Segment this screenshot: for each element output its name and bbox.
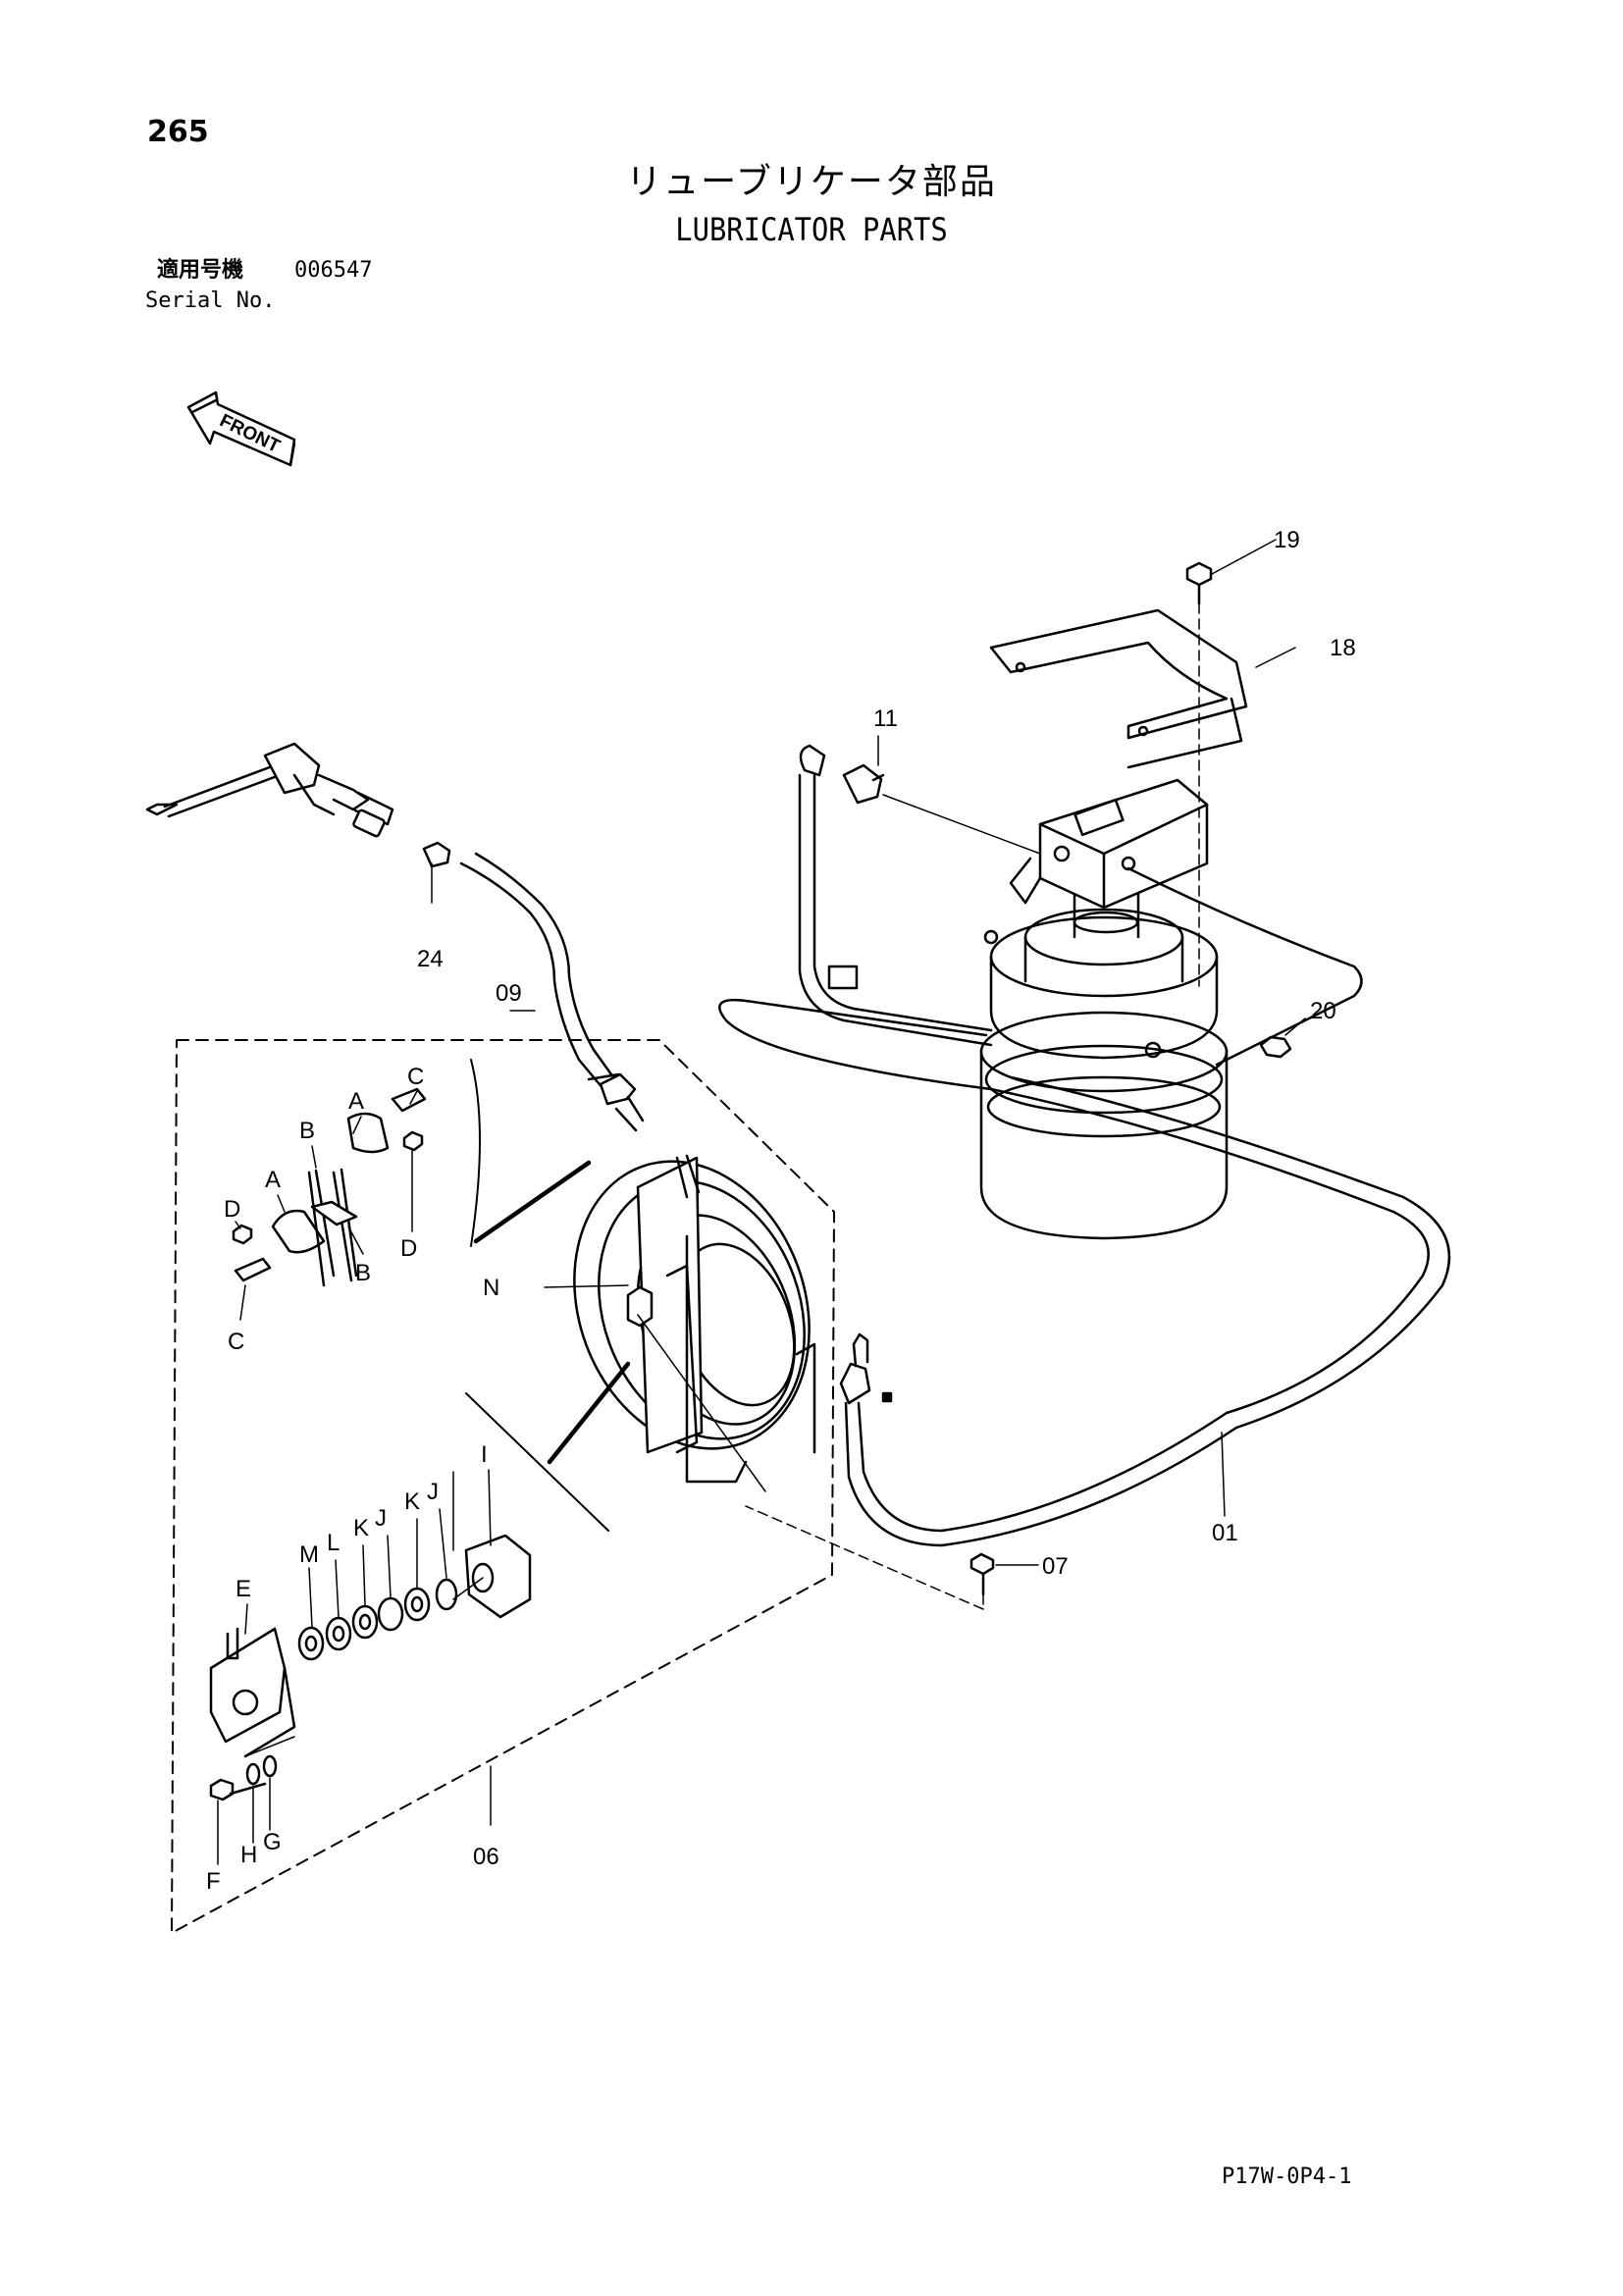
hose-reel-06 — [573, 1154, 893, 1492]
callout-ticks — [217, 1090, 492, 1865]
grease-gun — [145, 742, 451, 904]
outlet-hose-09 — [459, 852, 645, 1132]
callout-J-left: J — [375, 1505, 387, 1532]
serial-label-japanese: 適用号機 — [157, 258, 244, 283]
callout-H: H — [240, 1842, 257, 1868]
callout-N: N — [483, 1275, 499, 1301]
callout-D-left: D — [224, 1196, 240, 1223]
callout-C-bottom: C — [228, 1329, 244, 1355]
callout-19: 19 — [1274, 527, 1300, 553]
callout-I: I — [481, 1441, 488, 1468]
bolt-19 — [1185, 539, 1277, 987]
main-hose-01 — [718, 866, 1451, 1547]
callout-B-top: B — [299, 1118, 315, 1144]
callout-J-right: J — [427, 1479, 439, 1505]
callout-B-bottom: B — [355, 1260, 371, 1286]
callout-E: E — [236, 1576, 251, 1602]
callout-A-right: A — [348, 1088, 364, 1115]
page-title-english: LUBRICATOR PARTS — [675, 211, 948, 248]
drawing-code: P17W-0P4-1 — [1222, 2165, 1352, 2189]
callout-A-left: A — [265, 1167, 281, 1193]
callout-leaders — [452, 647, 1296, 1826]
callout-06: 06 — [473, 1844, 499, 1870]
supply-hose — [798, 744, 993, 1047]
grease-pump-tank — [979, 778, 1229, 1240]
callout-09: 09 — [496, 980, 522, 1007]
front-arrow-icon: FRONT — [186, 391, 296, 467]
page-title-japanese: リューブリケータ部品 — [626, 162, 997, 202]
front-label: FRONT — [216, 410, 283, 457]
serial-label-english: Serial No. — [145, 288, 276, 313]
callout-C-top: C — [407, 1064, 424, 1090]
bracket-18 — [989, 608, 1248, 769]
callout-07: 07 — [1042, 1553, 1069, 1580]
hose-reel-dashed-boundary — [171, 1039, 835, 1934]
callout-K-left: K — [353, 1515, 369, 1541]
callout-18: 18 — [1330, 635, 1356, 661]
callout-01: 01 — [1212, 1520, 1238, 1546]
serial-number-value: 006547 — [294, 258, 373, 283]
callout-K-right: K — [404, 1488, 420, 1515]
callout-20: 20 — [1310, 998, 1336, 1024]
callout-labels: 19 18 11 20 24 09 01 07 06 A A B B C C D… — [206, 527, 1356, 1895]
callout-24: 24 — [417, 946, 444, 972]
fitting-subassembly — [209, 1361, 631, 1801]
bolt-07 — [745, 1505, 1039, 1610]
callout-11: 11 — [873, 705, 898, 732]
page-number: 265 — [147, 115, 209, 149]
callout-M: M — [299, 1541, 319, 1568]
callout-F: F — [206, 1868, 221, 1895]
callout-L: L — [327, 1530, 340, 1556]
callout-D-right: D — [400, 1235, 417, 1262]
callout-G: G — [263, 1829, 282, 1855]
fitting-11 — [842, 735, 1041, 855]
